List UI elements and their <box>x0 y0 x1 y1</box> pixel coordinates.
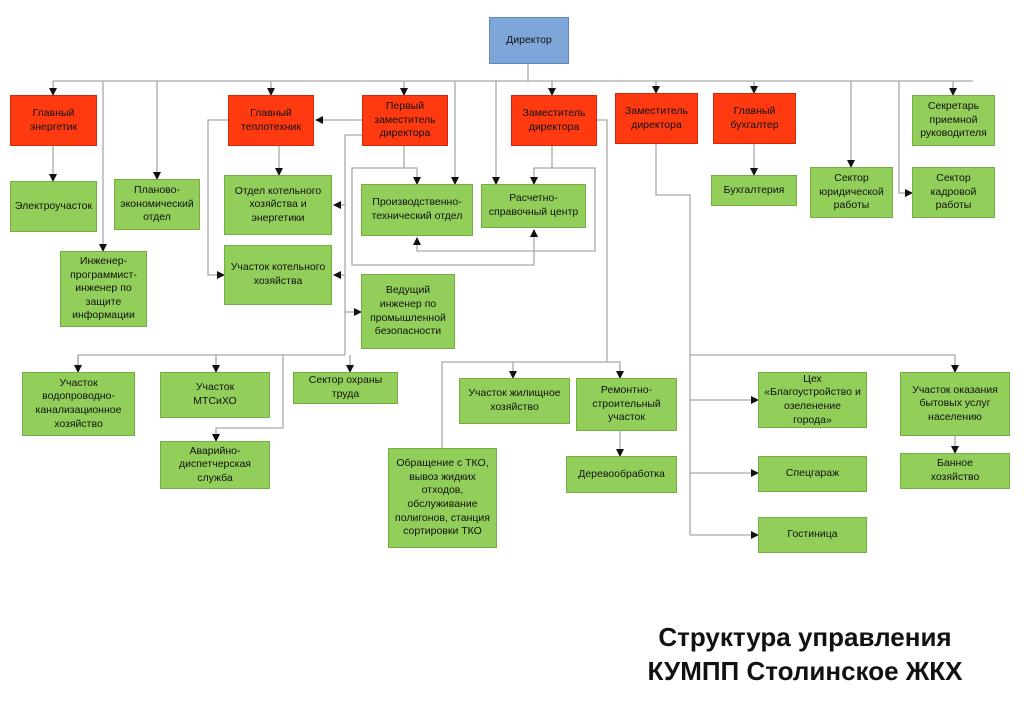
box-tko: Обращение с ТКО, вывоз жидких отходов, о… <box>388 448 497 548</box>
box-landscaping: Цех «Благоустройство и озеленение города… <box>758 372 867 428</box>
box-planning: Планово- экономический отдел <box>114 179 200 230</box>
box-legal: Сектор юридической работы <box>810 167 893 218</box>
box-housing: Участок жилищное хозяйство <box>459 378 570 424</box>
box-consumer-services: Участок оказания бытовых услуг населению <box>900 372 1010 436</box>
box-chief-energy: Главный энергетик <box>10 95 97 146</box>
box-bath: Банное хозяйство <box>900 453 1010 489</box>
box-programmer: Инженер- программист- инженер по защите … <box>60 251 147 327</box>
box-garage: Спецгараж <box>758 456 867 492</box>
box-director: Директор <box>489 17 569 64</box>
box-chief-accountant: Главный бухгалтер <box>713 93 796 144</box>
connector-lines <box>49 64 973 539</box>
box-hotel: Гостиница <box>758 517 867 553</box>
box-deputy-2: Заместитель директора <box>615 93 698 144</box>
box-rsc: Расчетно- справочный центр <box>481 184 586 228</box>
box-labor-safety: Сектор охраны труда <box>293 372 398 404</box>
box-woodwork: Деревообработка <box>566 456 677 493</box>
box-water: Участок водопроводно- канализационное хо… <box>22 372 135 436</box>
box-boiler-dept: Отдел котельного хозяйства и энергетики <box>224 175 332 235</box>
box-chief-heat: Главный теплотехник <box>228 95 314 146</box>
box-pto: Производственно- технический отдел <box>361 184 473 236</box>
chart-title-line2: КУМПП Столинское ЖКХ <box>647 656 963 686</box>
box-mtsiho: Участок МТСиХО <box>160 372 270 418</box>
box-emergency: Аварийно- диспетчерская служба <box>160 441 270 489</box>
box-first-deputy: Первый заместитель директора <box>362 95 448 146</box>
box-accounting: Бухгалтерия <box>711 175 797 206</box>
box-repair: Ремонтно- строительный участок <box>576 378 677 431</box>
box-boiler-site: Участок котельного хозяйства <box>224 245 332 305</box>
box-secretary: Секретарь приемной руководителя <box>912 95 995 146</box>
box-electro: Электроучасток <box>10 181 97 232</box>
box-hr: Сектор кадровой работы <box>912 167 995 218</box>
box-deputy-1: Заместитель директора <box>511 95 597 146</box>
box-safety-engineer: Ведущий инженер по промышленной безопасн… <box>361 274 455 349</box>
chart-title-line1: Структура управления <box>658 622 952 652</box>
